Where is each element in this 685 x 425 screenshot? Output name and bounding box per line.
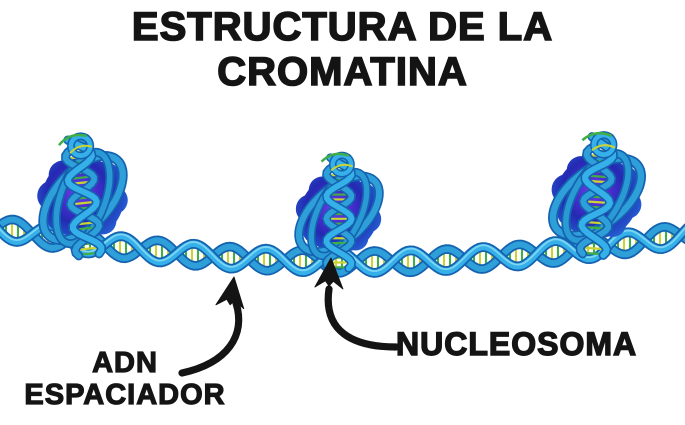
spacer-dna-arrowhead bbox=[215, 276, 245, 310]
title-line-2: CROMATINA bbox=[216, 49, 468, 95]
label-spacer-dna-line2: ESPACIADOR bbox=[24, 378, 226, 411]
title-line-1: ESTRUCTURA DE LA bbox=[131, 4, 554, 50]
label-nucleosome: NUCLEOSOMA bbox=[395, 326, 638, 362]
spacer-dna-arrow bbox=[178, 276, 245, 377]
nucleosome bbox=[548, 131, 646, 260]
page-title: ESTRUCTURA DE LA CROMATINA bbox=[0, 4, 685, 95]
nucleosome bbox=[294, 151, 384, 273]
nucleosome bbox=[37, 132, 128, 261]
label-spacer-dna-line1: ADN bbox=[91, 346, 158, 379]
label-spacer-dna: ADN ESPACIADOR bbox=[2, 346, 248, 411]
nucleosome-arrow bbox=[314, 257, 400, 351]
nucleosome-arrowhead bbox=[314, 257, 344, 290]
nucleosome-arrow-shaft bbox=[324, 285, 400, 351]
spacer-dna-arrow-shaft bbox=[178, 299, 243, 377]
